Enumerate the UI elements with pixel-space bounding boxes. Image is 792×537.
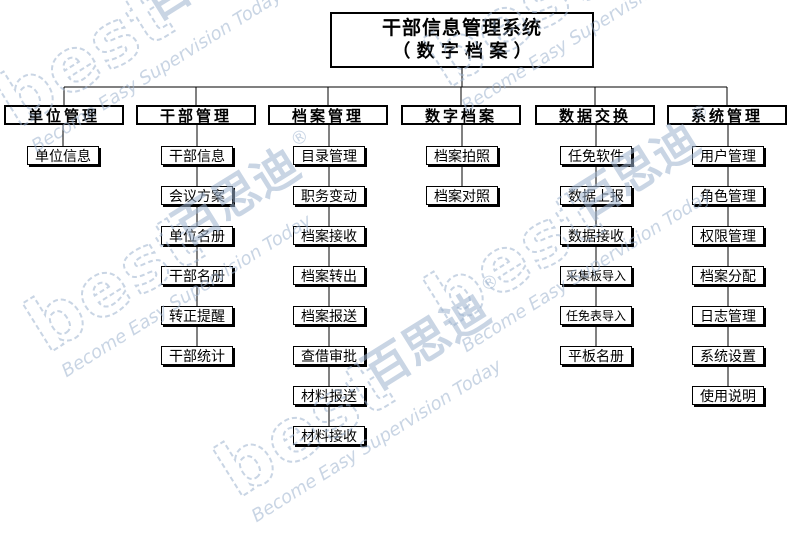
leaf-node[interactable]: 系统设置 bbox=[692, 346, 764, 365]
leaf-node[interactable]: 平板名册 bbox=[560, 346, 632, 365]
leaf-node[interactable]: 查借审批 bbox=[293, 346, 365, 365]
leaf-node[interactable]: 档案转出 bbox=[293, 266, 365, 285]
leaf-node[interactable]: 用户管理 bbox=[692, 146, 764, 165]
leaf-node[interactable]: 单位信息 bbox=[27, 146, 99, 165]
leaf-node[interactable]: 单位名册 bbox=[161, 226, 233, 245]
leaf-node[interactable]: 目录管理 bbox=[293, 146, 365, 165]
category-node[interactable]: 单位管理 bbox=[4, 105, 124, 125]
leaf-node[interactable]: 角色管理 bbox=[692, 186, 764, 205]
leaf-node[interactable]: 采集板导入 bbox=[560, 266, 632, 285]
root-subtitle: （ 数 字 档 案 ） bbox=[392, 41, 532, 62]
leaf-node[interactable]: 转正提醒 bbox=[161, 306, 233, 325]
leaf-node[interactable]: 档案报送 bbox=[293, 306, 365, 325]
leaf-node[interactable]: 档案分配 bbox=[692, 266, 764, 285]
root-title: 干部信息管理系统 bbox=[381, 17, 542, 39]
leaf-node[interactable]: 日志管理 bbox=[692, 306, 764, 325]
category-node[interactable]: 数字档案 bbox=[401, 105, 521, 125]
org-chart: 干部信息管理系统 （ 数 字 档 案 ） 单位管理单位信息 干部管理干部信息会议方… bbox=[0, 0, 787, 527]
leaf-node[interactable]: 使用说明 bbox=[692, 386, 764, 405]
leaf-node[interactable]: 档案接收 bbox=[293, 226, 365, 245]
leaf-node[interactable]: 职务变动 bbox=[293, 186, 365, 205]
leaf-node[interactable]: 干部信息 bbox=[161, 146, 233, 165]
leaf-node[interactable]: 干部名册 bbox=[161, 266, 233, 285]
category-node[interactable]: 干部管理 bbox=[136, 105, 256, 125]
leaf-node[interactable]: 档案拍照 bbox=[426, 146, 498, 165]
leaf-node[interactable]: 数据上报 bbox=[560, 186, 632, 205]
leaf-node[interactable]: 会议方案 bbox=[161, 186, 233, 205]
leaf-node[interactable]: 材料报送 bbox=[293, 386, 365, 405]
leaf-node[interactable]: 任免软件 bbox=[560, 146, 632, 165]
leaf-node[interactable]: 权限管理 bbox=[692, 226, 764, 245]
category-node[interactable]: 数据交换 bbox=[535, 105, 655, 125]
connector-lines bbox=[62, 68, 729, 426]
leaf-node[interactable]: 档案对照 bbox=[426, 186, 498, 205]
leaf-node[interactable]: 材料接收 bbox=[293, 426, 365, 445]
category-node[interactable]: 系统管理 bbox=[667, 105, 787, 125]
leaf-node[interactable]: 任免表导入 bbox=[560, 306, 632, 325]
category-node[interactable]: 档案管理 bbox=[268, 105, 388, 125]
leaf-node[interactable]: 数据接收 bbox=[560, 226, 632, 245]
leaf-node[interactable]: 干部统计 bbox=[161, 346, 233, 365]
root-node[interactable]: 干部信息管理系统 （ 数 字 档 案 ） bbox=[330, 12, 594, 68]
